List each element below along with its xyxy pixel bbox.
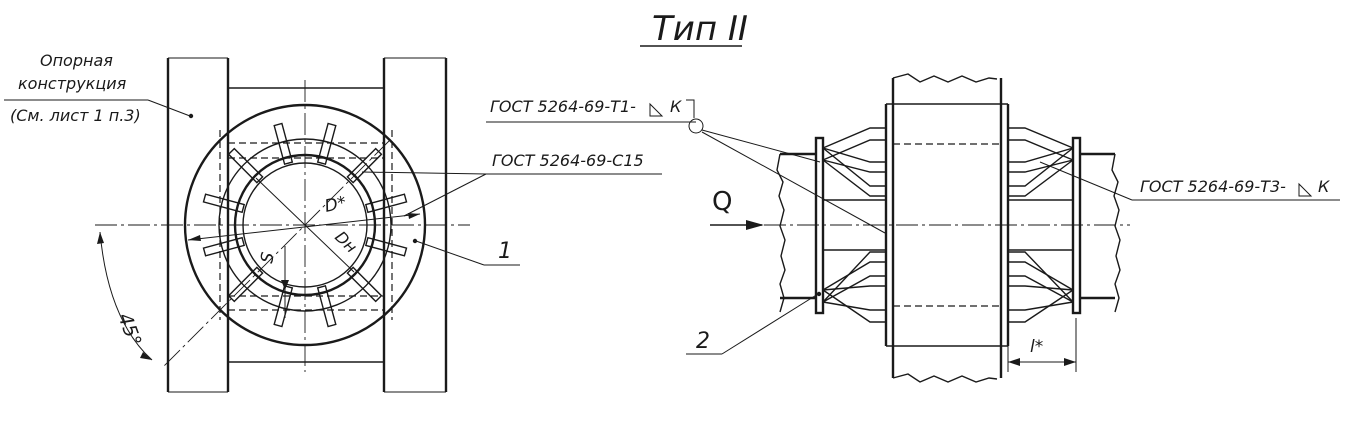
- dim-l-arrow-right: [1064, 358, 1076, 366]
- weld-t3-leader: [1039, 161, 1133, 201]
- dim-dn-line: [255, 177, 355, 273]
- right-support-column: [884, 73, 1010, 383]
- weld-c15-label: ГОСТ 5264-69-С15: [492, 151, 644, 170]
- pos-1-dot: [412, 238, 418, 244]
- side-rib: [822, 147, 886, 163]
- diagonal-center-line: [161, 139, 391, 369]
- dim-angle-arrow-bottom: [140, 352, 152, 360]
- side-rib: [822, 289, 886, 323]
- weld-c15-leader-a: [361, 171, 487, 175]
- dim-angle-arc: [99, 231, 153, 361]
- weld-t1-label: ГОСТ 5264-69-Т1-: [490, 97, 636, 116]
- side-ribs: [822, 127, 1074, 323]
- support-leader: [147, 99, 191, 117]
- radial-rib: [202, 193, 246, 214]
- dim-dn-label: Dн: [331, 227, 361, 256]
- left-end-flange: [814, 136, 825, 315]
- weld-t1-circle: [688, 118, 704, 134]
- weld-t3-label: ГОСТ 5264-69-Т3-: [1140, 177, 1286, 196]
- support-leader-dot: [188, 113, 194, 119]
- side-rib: [822, 261, 886, 291]
- weld-t3-symbol: [1298, 182, 1313, 197]
- support-label-line1: Опорная: [40, 51, 113, 70]
- pos-1-label: 1: [498, 239, 512, 264]
- side-rib: [822, 301, 886, 311]
- dim-d-label: D*: [323, 193, 348, 217]
- pos-1-leader: [415, 240, 485, 266]
- radial-rib: [364, 236, 408, 257]
- dim-s-label: S: [257, 251, 279, 265]
- side-rib: [822, 251, 886, 303]
- radial-ribs: [202, 122, 408, 328]
- side-rib: [1008, 275, 1074, 303]
- weld-t1-leader-b: [701, 131, 886, 234]
- radial-rib: [273, 284, 294, 328]
- right-end-flange: [1071, 136, 1082, 315]
- weld-t3-leg: К: [1318, 177, 1330, 196]
- dim-angle-arrow-top: [97, 232, 104, 244]
- left-view: D* Dн S 45° Опорная конструкция (См. лис…: [4, 51, 662, 393]
- radial-rib: [273, 122, 294, 166]
- support-label-line3: (См. лист 1 п.3): [10, 106, 141, 125]
- radial-rib: [227, 266, 264, 303]
- load-q-label: Q: [712, 187, 732, 217]
- pos-2-dot: [816, 291, 822, 297]
- side-rib: [1008, 285, 1074, 291]
- side-rib: [1008, 261, 1074, 291]
- side-rib: [822, 275, 886, 303]
- side-rib: [1008, 289, 1074, 323]
- side-rib: [822, 159, 886, 173]
- dim-d-arrow-right: [408, 213, 420, 219]
- pos-2-label: 2: [696, 329, 710, 354]
- side-rib: [822, 127, 886, 149]
- dim-angle-label: 45°: [113, 310, 145, 349]
- right-view: Q ГОСТ 5264-69-Т1- К ГОСТ 5264-69-Т3- К …: [486, 73, 1340, 383]
- dim-l-label: l*: [1030, 337, 1043, 357]
- pos-2-leader: [721, 293, 819, 355]
- radial-rib: [346, 147, 383, 184]
- weld-t1-tail: [686, 99, 695, 118]
- dim-l-arrow-left: [1008, 358, 1020, 366]
- side-rib: [1008, 147, 1074, 163]
- side-rib: [1008, 159, 1074, 197]
- side-rib: [1008, 251, 1074, 303]
- weld-t1-symbol: [649, 102, 664, 117]
- dim-d-line: [187, 213, 421, 241]
- weld-t1-leader-a: [701, 129, 821, 163]
- radial-rib: [202, 236, 246, 257]
- dim-s-arrow: [281, 280, 289, 290]
- weld-c15-leader-b: [403, 173, 487, 217]
- side-rib: [1008, 147, 1074, 187]
- side-rib: [822, 285, 886, 291]
- pipe-side: [776, 152, 1121, 313]
- side-rib: [1008, 301, 1074, 311]
- side-rib: [822, 147, 886, 187]
- weld-t1-leg: К: [670, 97, 682, 116]
- dim-d-arrow-left: [188, 235, 201, 241]
- side-rib: [1008, 159, 1074, 173]
- load-q-arrowhead: [746, 220, 764, 230]
- side-rib: [822, 159, 886, 197]
- radial-rib: [364, 193, 408, 214]
- radial-rib: [316, 284, 337, 328]
- radial-rib: [316, 122, 337, 166]
- drawing-title: Тип II: [652, 9, 748, 49]
- side-rib: [1008, 127, 1074, 149]
- support-label-line2: конструкция: [18, 74, 127, 93]
